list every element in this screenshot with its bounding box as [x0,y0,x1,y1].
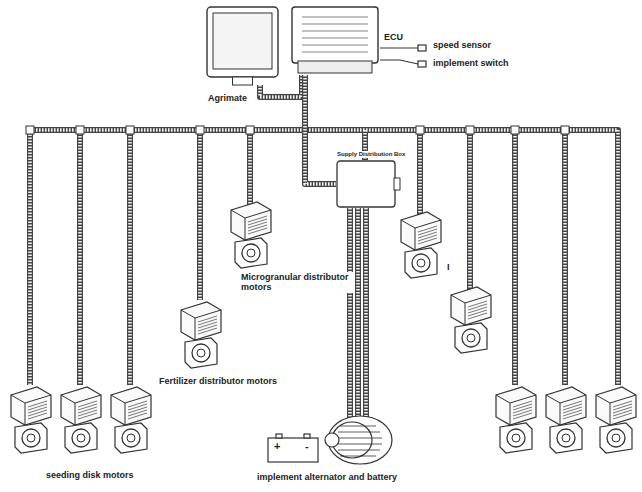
cable-stroke [260,75,302,97]
terminal-sign: - [304,440,310,453]
battery [268,434,318,462]
part-label: I [446,262,451,272]
motors [11,202,636,453]
cable-connector [305,75,336,184]
cable-stroke [260,75,302,97]
box-outline [336,160,396,208]
part-label: Fertilizer distributor motors [158,376,278,386]
node-label: Agrimate [207,94,248,104]
part-label: seeding disk motors [45,470,135,480]
switch-label: implement switch [432,58,510,68]
ecu-outline [290,5,380,75]
cable-harness [30,130,618,420]
part-label: Microgranular distributor motors [240,272,354,293]
node-label: Supply Distribution Box [336,151,406,158]
cable-stroke [305,75,336,184]
part-label: implement alternator and battery [256,472,398,482]
terminal-sign: + [273,440,281,453]
ecu-box: ECU [290,5,380,75]
node-label: ECU [383,33,404,43]
distribution-box: Supply Distribution Box [336,160,396,208]
cable-connector [260,75,302,97]
monitor-outline [205,5,280,85]
alternator [325,416,392,464]
cable-stroke [305,75,336,184]
sensor-label: speed sensor [432,40,492,50]
display-monitor: Agrimate [205,5,280,85]
sensor-wires [380,45,426,67]
cable-harness-corrugation [30,130,618,420]
